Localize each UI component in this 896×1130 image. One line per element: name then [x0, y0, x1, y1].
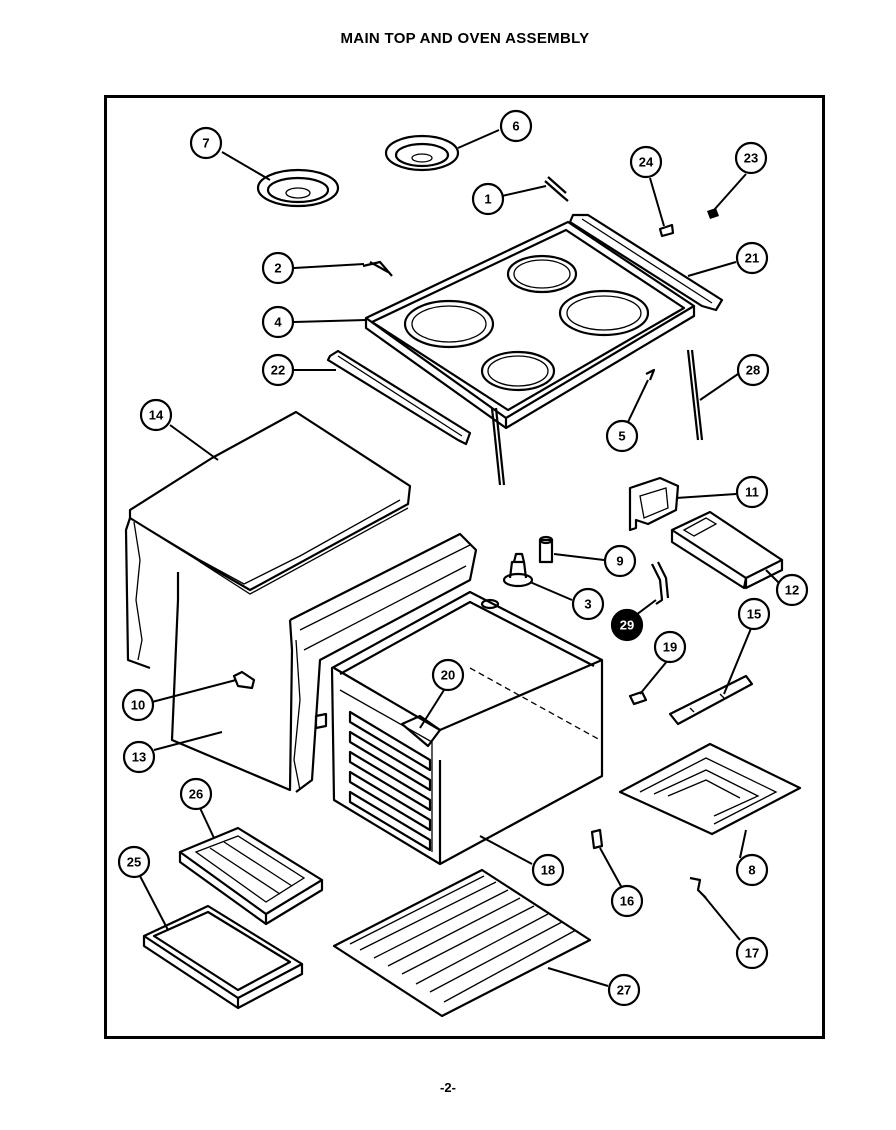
- callout-7: 7: [189, 126, 223, 160]
- leader-lines: [139, 129, 781, 987]
- small-pin: [645, 368, 656, 381]
- small-screw: [707, 208, 719, 219]
- callout-4: 4: [261, 305, 295, 339]
- svg-text:24: 24: [639, 155, 654, 170]
- svg-text:25: 25: [127, 855, 141, 870]
- svg-text:22: 22: [271, 363, 285, 378]
- callout-23: 23: [734, 141, 768, 175]
- callout-16: 16: [610, 884, 644, 918]
- control-box: [670, 510, 784, 590]
- callout-29: 29: [610, 608, 644, 642]
- hinge: [362, 260, 393, 277]
- svg-text:5: 5: [618, 429, 625, 444]
- svg-text:11: 11: [745, 485, 759, 500]
- callout-27: 27: [607, 973, 641, 1007]
- svg-text:6: 6: [512, 119, 519, 134]
- callout-18: 18: [531, 853, 565, 887]
- svg-text:28: 28: [746, 363, 760, 378]
- front-trim-strip: [326, 349, 472, 446]
- callout-14: 14: [139, 398, 173, 432]
- small-clip: [658, 223, 675, 238]
- diagram-frame: [104, 95, 825, 1039]
- svg-text:4: 4: [274, 315, 282, 330]
- broiler-grid: [178, 826, 324, 926]
- svg-text:23: 23: [744, 151, 758, 166]
- oven-fitting: [502, 552, 534, 588]
- drip-bowl-small: [384, 134, 460, 172]
- svg-text:7: 7: [202, 136, 209, 151]
- sensor-post: [538, 535, 554, 564]
- svg-text:20: 20: [441, 668, 455, 683]
- callout-20: 20: [431, 658, 465, 692]
- svg-text:2: 2: [274, 261, 281, 276]
- callout-11: 11: [735, 475, 769, 509]
- oven-cavity: [314, 590, 604, 866]
- callout-8: 8: [735, 853, 769, 887]
- callout-24: 24: [629, 145, 663, 179]
- callout-19: 19: [653, 630, 687, 664]
- rack-clip: [628, 690, 648, 706]
- rack-hook: [689, 876, 707, 899]
- rod: [686, 349, 704, 441]
- svg-text:27: 27: [617, 983, 631, 998]
- callout-13: 13: [122, 740, 156, 774]
- oven-rail: [668, 674, 754, 726]
- callout-3: 3: [571, 587, 605, 621]
- top-bracket: [544, 176, 569, 202]
- svg-text:29: 29: [620, 618, 634, 633]
- svg-text:17: 17: [745, 946, 759, 961]
- side-clip: [232, 670, 256, 690]
- broil-element: [618, 742, 802, 836]
- svg-text:9: 9: [616, 554, 623, 569]
- callout-26: 26: [179, 777, 213, 811]
- main-top: [364, 220, 696, 430]
- element-clip: [590, 828, 604, 850]
- callout-2: 2: [261, 251, 295, 285]
- callout-28: 28: [736, 353, 770, 387]
- callout-22: 22: [261, 353, 295, 387]
- svg-text:3: 3: [584, 597, 591, 612]
- callout-1: 1: [471, 182, 505, 216]
- svg-text:26: 26: [189, 787, 203, 802]
- rear-trim-strip: [568, 213, 724, 312]
- svg-text:12: 12: [785, 583, 799, 598]
- svg-text:19: 19: [663, 640, 677, 655]
- callout-6: 6: [499, 109, 533, 143]
- callout-10: 10: [121, 688, 155, 722]
- callout-15: 15: [737, 597, 771, 631]
- callout-25: 25: [117, 845, 151, 879]
- side-insulation: [170, 532, 478, 793]
- electrical-bracket: [628, 476, 680, 532]
- page-number: -2-: [440, 1080, 456, 1095]
- oven-rack: [332, 868, 592, 1018]
- svg-text:10: 10: [131, 698, 145, 713]
- svg-text:18: 18: [541, 863, 555, 878]
- page-title: MAIN TOP AND OVEN ASSEMBLY: [340, 30, 590, 47]
- svg-text:13: 13: [132, 750, 146, 765]
- callout-17: 17: [735, 936, 769, 970]
- support-rod: [490, 407, 506, 486]
- callout-9: 9: [603, 544, 637, 578]
- drip-bowl-large: [256, 168, 340, 208]
- svg-text:16: 16: [620, 894, 634, 909]
- top-insulation: [124, 410, 412, 670]
- broiler-pan: [142, 904, 304, 1010]
- callout-12: 12: [775, 573, 809, 607]
- bracket-small: [651, 561, 670, 605]
- callout-5: 5: [605, 419, 639, 453]
- svg-text:15: 15: [747, 607, 761, 622]
- svg-text:1: 1: [484, 192, 491, 207]
- callout-21: 21: [735, 241, 769, 275]
- svg-text:21: 21: [745, 251, 759, 266]
- svg-text:14: 14: [149, 408, 164, 423]
- svg-text:8: 8: [748, 863, 755, 878]
